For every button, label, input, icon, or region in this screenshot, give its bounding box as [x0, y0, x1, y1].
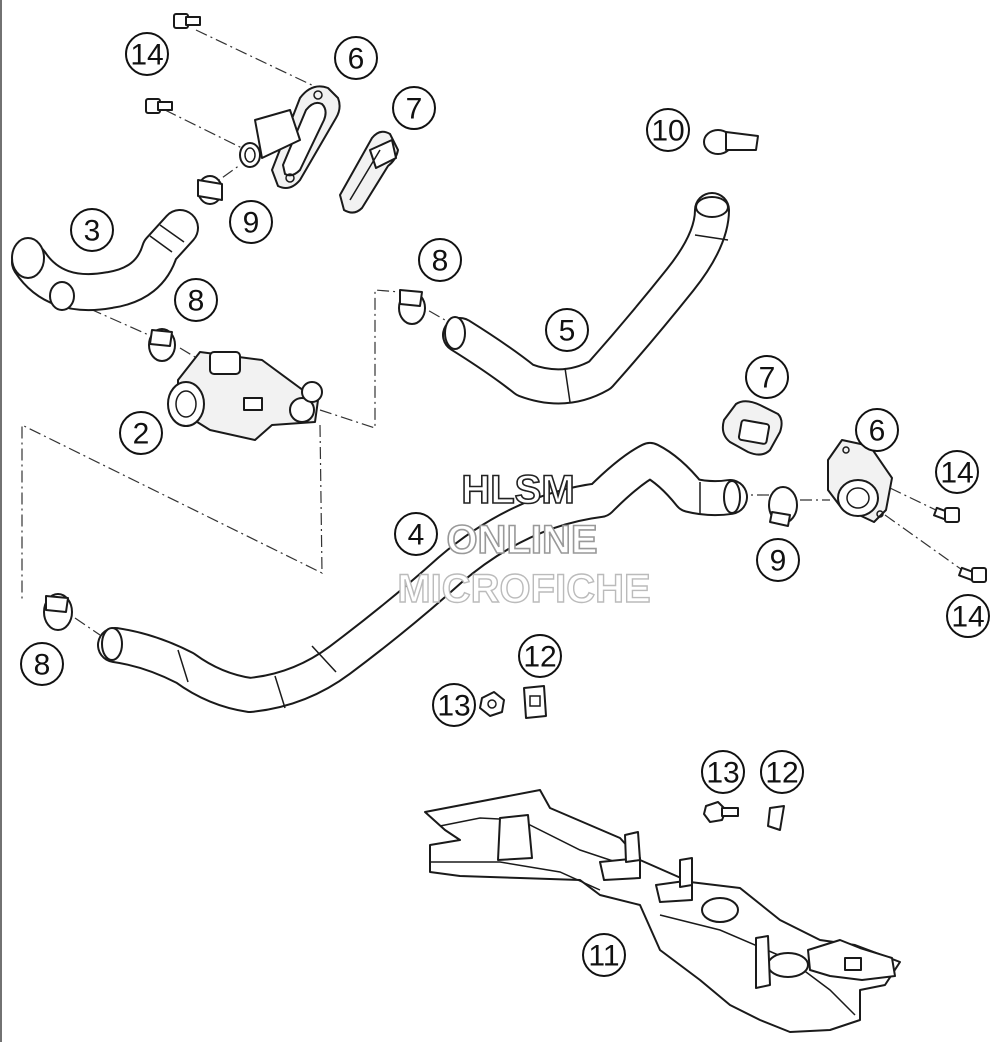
- callout-label: 12: [523, 641, 556, 674]
- callout-label: 9: [770, 545, 787, 578]
- callout-3: 3: [70, 208, 114, 252]
- callout-14: 14: [946, 594, 990, 638]
- callout-label: 8: [432, 245, 449, 278]
- callout-label: 13: [437, 690, 470, 723]
- callout-label: 7: [406, 93, 423, 126]
- clamp-top-right: [703, 129, 759, 155]
- watermark-line-2: ONLINE: [446, 518, 597, 562]
- callout-label: 4: [408, 519, 425, 552]
- callout-label: 5: [559, 315, 576, 348]
- bolt-lower-right: [703, 801, 739, 823]
- callout-label: 11: [588, 940, 619, 973]
- callout-8: 8: [418, 238, 462, 282]
- callout-circle: [432, 683, 476, 727]
- thermostat-middle: [721, 400, 783, 456]
- thermostat-housing-right: [827, 439, 893, 523]
- callout-12: 12: [760, 750, 804, 794]
- valve-body: [167, 351, 323, 441]
- callout-circle: [545, 308, 589, 352]
- callout-label: 9: [243, 207, 260, 240]
- callout-label: 14: [130, 39, 163, 72]
- callout-circle: [582, 933, 626, 977]
- cover-panel: [424, 789, 901, 1033]
- callout-circle: [760, 750, 804, 794]
- callout-label: 7: [759, 362, 776, 395]
- callout-circle: [935, 450, 979, 494]
- bolt-top-upper: [173, 13, 201, 29]
- clip-middle: [523, 685, 547, 719]
- callout-circle: [518, 634, 562, 678]
- hose-long: [97, 442, 748, 713]
- callout-circle: [20, 642, 64, 686]
- bolt-right-upper: [933, 506, 960, 523]
- clamp-right-of-valve: [398, 289, 426, 325]
- callout-4: 4: [394, 512, 438, 556]
- callout-circle: [119, 411, 163, 455]
- callout-circle: [70, 208, 114, 252]
- bolt-right-lower: [958, 566, 987, 583]
- callout-10: 10: [646, 108, 690, 152]
- callout-label: 6: [348, 43, 365, 76]
- watermark-line-3: MICROFICHE: [397, 567, 650, 611]
- callout-label: 13: [706, 757, 739, 790]
- callout-13: 13: [701, 750, 745, 794]
- thermostat-top: [339, 130, 399, 214]
- callout-7: 7: [745, 355, 789, 399]
- callout-circle: [855, 408, 899, 452]
- callout-circle: [392, 86, 436, 130]
- callout-label: 10: [651, 115, 684, 148]
- callout-label: 2: [133, 418, 150, 451]
- callout-label: 6: [869, 415, 886, 448]
- callout-circle: [418, 238, 462, 282]
- callout-circle: [756, 538, 800, 582]
- callout-circle: [701, 750, 745, 794]
- callout-circle: [174, 278, 218, 322]
- callout-circle: [125, 32, 169, 76]
- nut-middle: [479, 691, 505, 717]
- callout-circle: [745, 355, 789, 399]
- callout-label: 3: [84, 215, 101, 248]
- clamp-lower-left: [43, 593, 73, 631]
- callout-label: 8: [34, 649, 51, 682]
- callout-5: 5: [545, 308, 589, 352]
- callout-2: 2: [119, 411, 163, 455]
- watermark-line-1: HLSM: [461, 468, 574, 512]
- callout-6: 6: [334, 36, 378, 80]
- callout-circle: [946, 594, 990, 638]
- callout-12: 12: [518, 634, 562, 678]
- callout-8: 8: [174, 278, 218, 322]
- callout-layer: 14 6 7 3 9 8 2 10 8 5 7 6 14 4 9 14 8 12 13 13 12 11: [20, 32, 990, 977]
- callout-label: 8: [188, 285, 205, 318]
- callout-14: 14: [125, 32, 169, 76]
- watermark: HLSM ONLINE MICROFICHE: [397, 467, 652, 612]
- clip-lower-right: [767, 805, 785, 831]
- callout-13: 13: [432, 683, 476, 727]
- callout-11: 11: [582, 933, 626, 977]
- callout-label: 14: [951, 601, 984, 634]
- clamp-middle-left: [148, 328, 176, 362]
- callout-9: 9: [229, 200, 273, 244]
- thermostat-housing-top: [239, 85, 341, 189]
- clamp-right: [768, 486, 798, 527]
- callout-6: 6: [855, 408, 899, 452]
- callout-9: 9: [756, 538, 800, 582]
- callout-circle: [394, 512, 438, 556]
- clamp-top: [197, 175, 223, 205]
- callout-14: 14: [935, 450, 979, 494]
- callout-8: 8: [20, 642, 64, 686]
- hose-upper-left: [11, 209, 199, 312]
- callout-7: 7: [392, 86, 436, 130]
- callout-label: 12: [765, 757, 798, 790]
- hose-upper-right: [442, 192, 730, 405]
- bolt-top-lower: [145, 98, 173, 114]
- callout-circle: [334, 36, 378, 80]
- callout-label: 14: [940, 457, 973, 490]
- callout-circle: [646, 108, 690, 152]
- callout-circle: [229, 200, 273, 244]
